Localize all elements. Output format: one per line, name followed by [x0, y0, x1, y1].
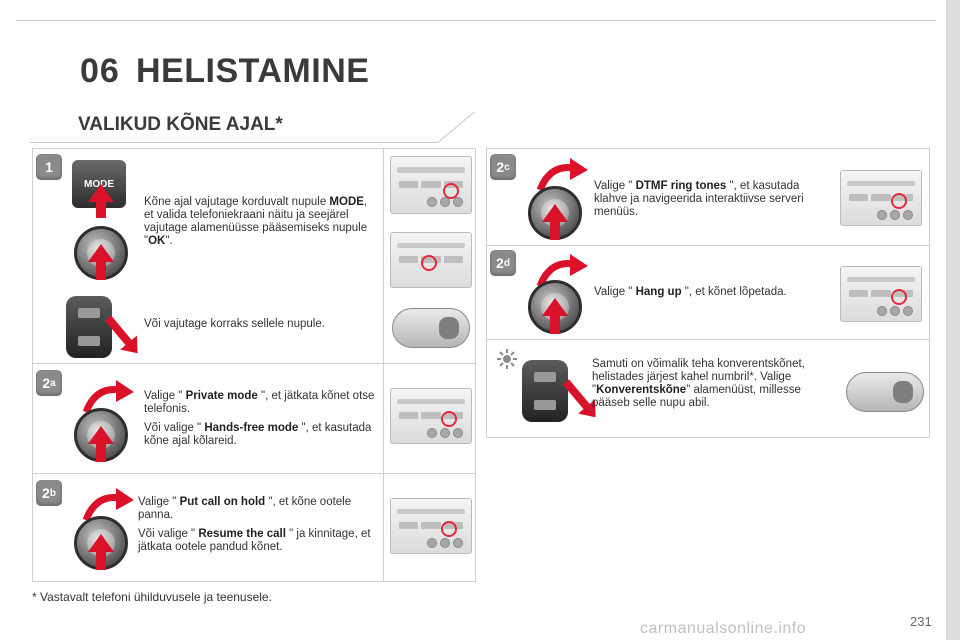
radio-unit-image — [840, 170, 922, 226]
step-2c-text: Valige " DTMF ring tones ", et kasutada … — [594, 180, 804, 218]
arrow-up-icon — [96, 440, 106, 462]
radio-unit-image — [390, 156, 472, 214]
tip-text: Samuti on võimalik teha konverentskõnet,… — [592, 358, 805, 409]
arrow-up-icon — [550, 312, 560, 334]
step-2b-text: Valige " Put call on hold ", et kõne oot… — [138, 496, 371, 553]
curved-arrow-icon — [536, 158, 588, 192]
step-1-alt-text: Või vajutage korraks sellele nupule. — [144, 318, 325, 330]
arrow-head-icon — [542, 298, 568, 316]
steering-wheel-control-icon — [66, 296, 112, 358]
arrow-up-icon — [96, 548, 106, 570]
page-number: 231 — [910, 614, 932, 629]
steering-stalk-image — [392, 308, 470, 348]
radio-unit-image — [840, 266, 922, 322]
radio-unit-image — [390, 232, 472, 288]
tip-sun-icon — [497, 349, 517, 369]
header-rule — [16, 20, 936, 108]
radio-unit-image — [390, 388, 472, 444]
arrow-head-icon — [88, 534, 114, 552]
radio-unit-image — [390, 498, 472, 554]
page-edge-strip — [946, 0, 960, 640]
step-2d-text: Valige " Hang up ", et kõnet lõpetada. — [594, 286, 787, 298]
section-band — [30, 106, 476, 143]
arrow-up-icon — [96, 198, 106, 218]
arrow-head-icon — [88, 426, 114, 444]
watermark: carmanualsonline.info — [640, 620, 807, 637]
step-2a-text: Valige " Private mode ", et jätkata kõne… — [144, 390, 375, 447]
step-badge-1: 1 — [36, 154, 62, 180]
footnote: * Vastavalt telefoni ühilduvusele ja tee… — [32, 590, 272, 604]
steering-stalk-image — [846, 372, 924, 412]
curved-arrow-icon — [82, 488, 134, 522]
section-title: VALIKUD KÕNE AJAL* — [78, 114, 283, 135]
arrow-head-icon — [542, 204, 568, 222]
chapter-title: HELISTAMINE — [136, 52, 370, 90]
step-1-text: Kõne ajal vajutage korduvalt nupule MODE… — [144, 196, 368, 247]
arrow-head-icon — [88, 244, 114, 262]
steering-wheel-control-icon — [522, 360, 568, 422]
arrow-up-icon — [550, 218, 560, 240]
arrow-up-icon — [96, 258, 106, 280]
chapter-number: 06 — [80, 52, 120, 90]
arrow-head-icon — [88, 184, 114, 202]
curved-arrow-icon — [82, 380, 134, 414]
